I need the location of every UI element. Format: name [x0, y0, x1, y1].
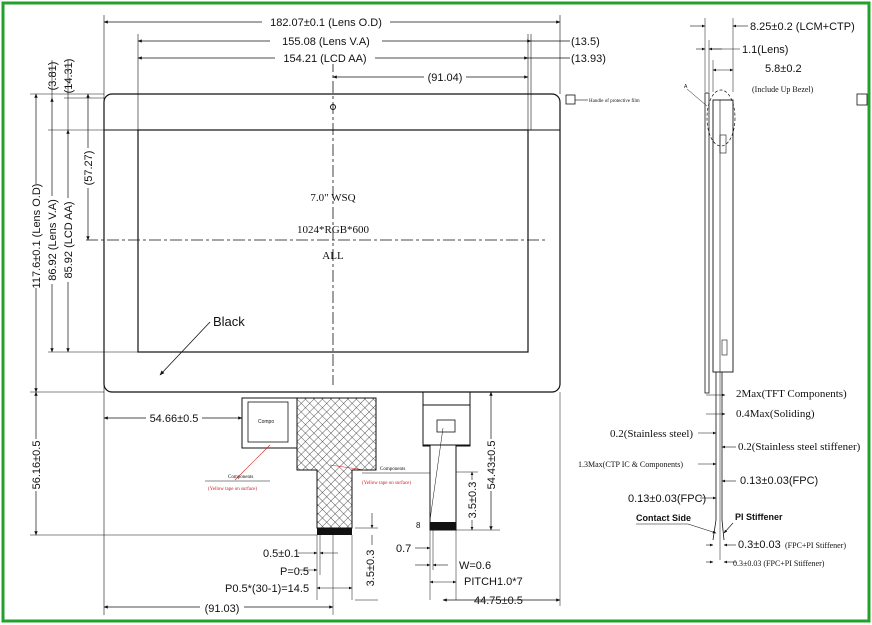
side-ss-stiff: 0.2(Stainless steel stiffener)	[738, 441, 861, 453]
dim-w-0-6: W=0.6	[459, 560, 491, 572]
camera-hole	[330, 104, 336, 110]
dim-57-27: (57.27)	[83, 151, 95, 186]
side-lens: 1.1(Lens)	[742, 44, 788, 56]
dim-pitch-1: PITCH1.0*7	[464, 576, 523, 588]
side-contact-side: Contact Side	[636, 513, 691, 523]
dim-offset-91: (91.04)	[428, 72, 463, 84]
display-size: 7.0" WSQ	[310, 192, 355, 204]
side-marker-a: A	[684, 84, 688, 90]
dim-3-81: (3.81)	[47, 62, 59, 91]
side-module-body	[712, 99, 734, 373]
dim-lens-od: 182.07±0.1 (Lens O.D)	[270, 17, 382, 29]
dim-3-5-lower: 3.5±0.3	[365, 550, 377, 587]
dim-13-93: (13.93)	[571, 53, 606, 65]
lens-outline	[103, 93, 561, 393]
fpc-right-fingers	[430, 522, 456, 530]
side-solid: 0.4Max(Soliding)	[736, 408, 815, 420]
side-pi-stiffener: PI Stiffener	[735, 512, 783, 522]
side-lens-layer	[704, 92, 710, 394]
dim-44-75: 44.75±0.5	[474, 595, 523, 607]
front-view: 182.07±0.1 (Lens O.D) 155.08 (Lens V.A) …	[29, 15, 640, 615]
dim-56-16: 56.16±0.5	[31, 441, 43, 490]
svg-text:Compo: Compo	[258, 419, 274, 425]
display-resolution: 1024*RGB*600	[297, 224, 370, 236]
dim-54-66: 54.66±0.5	[150, 413, 199, 425]
side-fpc-pi-1-value: 0.3±0.03	[738, 539, 781, 551]
dim-pin-width: 0.5±0.1	[263, 548, 300, 560]
components-left-note: (Yellow tape on surface)	[208, 487, 257, 492]
black-label: Black	[213, 314, 245, 329]
fpc-right-pin-count: 8	[416, 521, 421, 530]
side-fpc-right: 0.13±0.03(FPC)	[740, 475, 818, 487]
side-fpc-pi-1-note: (FPC+PI Stiffener)	[785, 541, 846, 550]
dim-0-7: 0.7	[396, 543, 411, 555]
display-all: ALL	[322, 250, 344, 262]
side-ss: 0.2(Stainless steel)	[610, 428, 693, 440]
protective-film-tab	[565, 94, 576, 105]
dim-lcd-aa: 154.21 (LCD AA)	[283, 53, 366, 65]
components-mid-label: Components	[380, 467, 405, 472]
dim-lens-od-v: 117.6±0.1 (Lens O.D)	[31, 184, 43, 289]
side-detail-a	[706, 89, 736, 147]
side-lcm-ctp: 8.25±0.2 (LCM+CTP)	[750, 21, 855, 33]
dim-14-31: (14.31)	[63, 59, 75, 94]
protective-film-label: Handle of protective film	[589, 99, 640, 104]
dim-lens-va-v: 86.92 (Lens V.A)	[47, 199, 59, 281]
side-fpc-left: 0.13±0.03(FPC)	[628, 493, 706, 505]
dim-pitch: P=0.5	[280, 566, 309, 578]
side-bezel-note: (Include Up Bezel)	[752, 85, 814, 94]
fpc-left-component-box	[247, 401, 289, 443]
fpc-right-tab	[422, 404, 471, 446]
fpc-gold-fingers	[317, 528, 352, 535]
dim-3-5-upper: 3.5±0.3	[467, 482, 479, 519]
components-left-label: Components	[228, 475, 253, 480]
side-tft: 2Max(TFT Components)	[736, 388, 847, 400]
fpc-right-chip	[436, 419, 456, 433]
fpc-right-tail	[422, 392, 471, 531]
fpc-main-tail	[296, 397, 377, 529]
dim-13-5: (13.5)	[571, 36, 600, 48]
side-bezel: 5.8±0.2	[765, 63, 802, 75]
side-ctp-ic: 1.3Max(CTP IC & Components)	[578, 460, 683, 469]
dim-lens-va: 155.08 (Lens V.A)	[282, 36, 370, 48]
side-view: 8.25±0.2 (LCM+CTP) 1.1(Lens) 5.8±0.2 (In…	[578, 18, 868, 568]
dim-lcd-aa-v: 85.92 (LCD AA)	[63, 201, 75, 278]
side-fpc	[712, 372, 725, 541]
components-mid-note: (Yellow tape on surface)	[362, 481, 411, 486]
dim-pitch-total: P0.5*(30-1)=14.5	[225, 583, 309, 595]
dim-91-03: (91.03)	[205, 603, 240, 615]
side-fpc-pi-2: 0.3±0.03 (FPC+PI Stiffener)	[733, 559, 825, 568]
dim-54-43: 54.43±0.5	[486, 441, 498, 490]
